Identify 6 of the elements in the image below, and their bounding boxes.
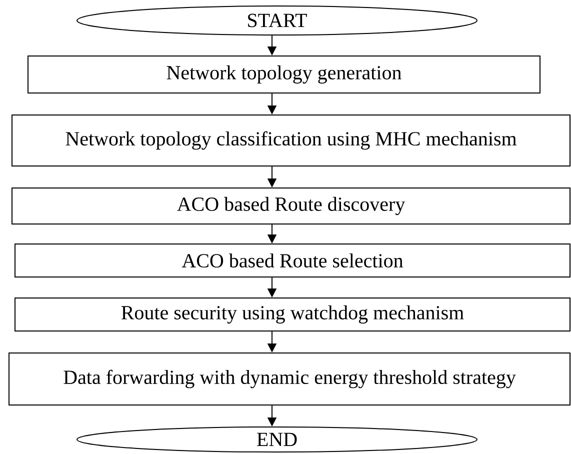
process-box: Network topology generation (28, 56, 540, 94)
process-box: Route security using watchdog mechanism (14, 297, 570, 332)
process-box: Network topology classification using MHC mechanism (12, 114, 570, 166)
process-box: ACO based Route discovery (12, 187, 570, 224)
process-box: Data forwarding with dynamic energy threshold strategy (8, 352, 570, 406)
process-box: ACO based Route selection (14, 243, 570, 278)
